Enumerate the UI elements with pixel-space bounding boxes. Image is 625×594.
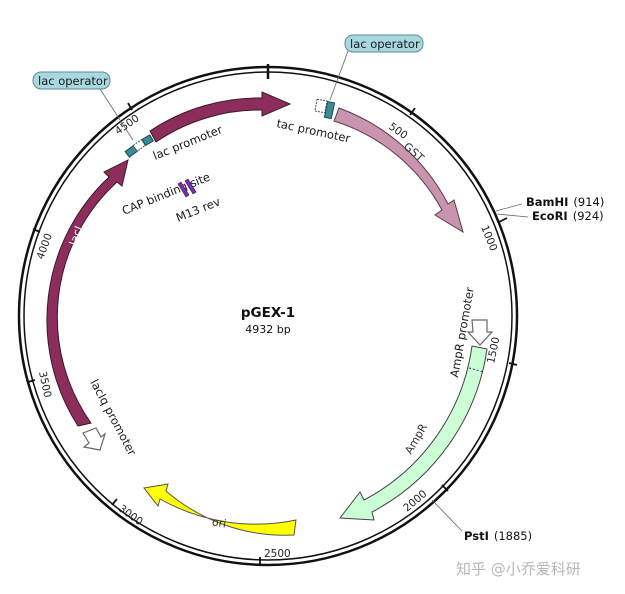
lac-operator-left-label: lac operator (38, 74, 108, 88)
bamhi-leader (495, 203, 523, 212)
lac-operator-top-label: lac operator (350, 37, 420, 51)
tick-label-2500: 2500 (264, 548, 291, 560)
ori-label: ori (211, 515, 227, 530)
lacI-arrow (46, 159, 129, 427)
lac-operator-left-leader (99, 88, 134, 141)
m13-rev-label: M13 rev (174, 194, 223, 224)
site-psti: PstI(1885) (464, 529, 532, 543)
AmpR-divider (468, 367, 485, 373)
scale-ticks (27, 102, 518, 565)
m13-primer-a (177, 181, 190, 198)
tick-mark-4500 (127, 102, 133, 111)
lac-operator-top-leader (329, 50, 349, 101)
tick-mark-1500 (508, 362, 518, 366)
lac-operator-top-box (323, 100, 336, 120)
site-ecori: EcoRI(924) (532, 209, 604, 223)
tick-label-3500: 3500 (36, 370, 53, 399)
lac-operator-top-badge (344, 34, 424, 53)
AmpR-arrow (339, 345, 488, 521)
ecori-leader (496, 213, 529, 218)
tick-mark-2000 (441, 484, 449, 492)
tick-mark-3500 (27, 379, 36, 383)
plasmid-size: 4932 bp (245, 323, 290, 336)
lac-operator-left-badge (32, 71, 111, 90)
ori-arrow (143, 483, 297, 536)
m13-rev-primer (177, 178, 197, 198)
plasmid-name: pGEX-1 (241, 305, 295, 321)
tick-mark-500 (409, 107, 416, 116)
tick-label-1500: 1500 (485, 336, 502, 365)
tac-promoter-box (314, 98, 328, 114)
laciq-promoter-arrow (82, 427, 107, 451)
site-bamhi: BamHI(914) (526, 195, 604, 209)
watermark: 知乎 @小乔爱科研 (456, 560, 581, 578)
tick-mark-3000 (111, 498, 118, 506)
psti-leader (431, 499, 463, 532)
ampr-promoter-arrow (466, 319, 494, 346)
cap-site-box (141, 134, 155, 147)
tick-mark-1000 (498, 217, 508, 223)
GST-arrow (333, 107, 464, 234)
m13-primer-b (184, 178, 197, 195)
tick-mark-4000 (32, 228, 41, 233)
lacZa-arrow (149, 91, 292, 143)
